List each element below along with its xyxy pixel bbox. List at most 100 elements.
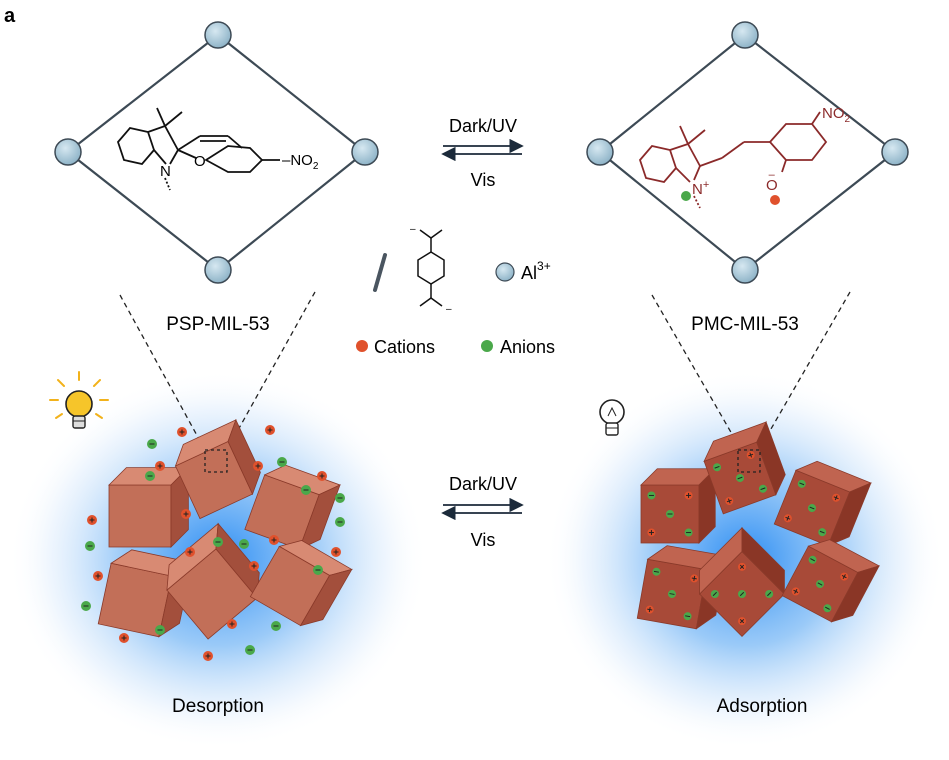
right-n-atom: N+ [692, 179, 709, 198]
cation-icon [93, 571, 103, 581]
lightbulb-lit-icon [49, 371, 109, 429]
left-crystal-cluster [97, 418, 353, 640]
anion-icon [765, 590, 774, 598]
cation-icon [725, 496, 734, 505]
anion-icon [145, 471, 155, 481]
left-free-ions [81, 425, 345, 661]
right-framework-name: PMC-MIL-53 [691, 314, 799, 335]
left-framework-name: PSP-MIL-53 [166, 314, 269, 335]
top-equilibrium-arrow: Dark/UV Vis [441, 116, 524, 190]
anion-icon [481, 340, 493, 352]
anion-icon [816, 580, 824, 588]
anion-icon [818, 528, 827, 537]
cation-icon [783, 514, 792, 523]
anion-icon [245, 645, 255, 655]
cation-icon [317, 471, 327, 481]
crystal [703, 420, 786, 515]
anion-icon [666, 510, 674, 518]
crystal [174, 418, 261, 520]
anion-icon [684, 528, 693, 537]
panel-label: a [4, 5, 16, 27]
cation-icon [265, 425, 275, 435]
anion-icon [668, 590, 676, 598]
right-crystal-cluster [636, 420, 881, 637]
cation-icon [177, 427, 187, 437]
zoom-lines [119, 291, 851, 451]
cation-icon [203, 651, 213, 661]
cation-icon [87, 515, 97, 525]
cation-legend-label: Cations [374, 337, 435, 357]
anion-icon [713, 463, 722, 472]
cation-icon [791, 587, 800, 596]
linker-strut-icon [373, 253, 387, 292]
cation-icon [645, 605, 654, 614]
anion-icon [823, 604, 832, 613]
merocyanine-molecule [638, 111, 828, 209]
right-o-atom: O– [766, 169, 778, 194]
anion-icon [335, 493, 345, 503]
al-node-icon [881, 138, 909, 166]
cation-icon [227, 619, 237, 629]
anion-icon [683, 612, 692, 621]
al-node-icon [351, 138, 379, 166]
cation-icon [684, 491, 693, 500]
cation-icon [253, 461, 263, 471]
bottom-equilibrium-arrow: Dark/UV Vis [441, 474, 524, 550]
zoom-box-right [737, 449, 761, 473]
cation-icon [269, 535, 279, 545]
anion-icon [239, 539, 249, 549]
zoom-box-left [204, 449, 228, 473]
cation-icon [647, 528, 656, 537]
crystal [108, 466, 190, 548]
anion-icon [736, 474, 744, 482]
left-o-atom: O [194, 153, 206, 170]
crystal [166, 522, 260, 640]
anion-icon [808, 504, 816, 512]
anion-icon [277, 457, 287, 467]
cation-icon [119, 633, 129, 643]
anion-icon [710, 590, 719, 598]
bottom-forward-label: Dark/UV [449, 474, 517, 494]
al-node-icon [495, 262, 515, 282]
top-forward-label: Dark/UV [449, 116, 517, 136]
crystal [773, 460, 872, 547]
crystal [249, 540, 353, 627]
al-node-icon [204, 21, 232, 49]
al-node-icon [204, 256, 232, 284]
cation-icon [738, 617, 746, 626]
lightbulb-unlit-icon [599, 399, 625, 436]
anion-icon [652, 567, 661, 576]
anion-icon [797, 479, 806, 488]
anion-icon [213, 537, 223, 547]
right-frame-rhombus [598, 33, 897, 272]
left-nitro-label: –NO2 [282, 152, 319, 172]
cation-icon [840, 572, 849, 581]
bottom-reverse-label: Vis [471, 530, 496, 550]
legend: – – Al3+ Cations Anions [356, 224, 555, 357]
left-state-caption: Desorption [172, 696, 264, 717]
anion-legend-label: Anions [500, 337, 555, 357]
anion-icon [335, 517, 345, 527]
anion-icon [147, 439, 157, 449]
anion-icon [647, 491, 656, 500]
top-reverse-label: Vis [471, 170, 496, 190]
terephthalate-icon [417, 229, 445, 307]
crystal [244, 464, 342, 550]
spiropyran-molecule [116, 107, 280, 191]
anion-icon [738, 590, 746, 598]
anion-icon [155, 625, 165, 635]
cation-icon [331, 547, 341, 557]
right-state-caption: Adsorption [717, 696, 808, 717]
crystal [640, 467, 717, 544]
al-node-icon [731, 21, 759, 49]
cation-icon [746, 451, 755, 460]
al-node-icon [54, 138, 82, 166]
cation-icon [155, 461, 165, 471]
anion-icon [301, 485, 311, 495]
crystal [781, 539, 881, 623]
carboxylate-charge-bottom: – [446, 304, 452, 315]
crystal [699, 526, 785, 637]
anion-icon [681, 191, 691, 201]
